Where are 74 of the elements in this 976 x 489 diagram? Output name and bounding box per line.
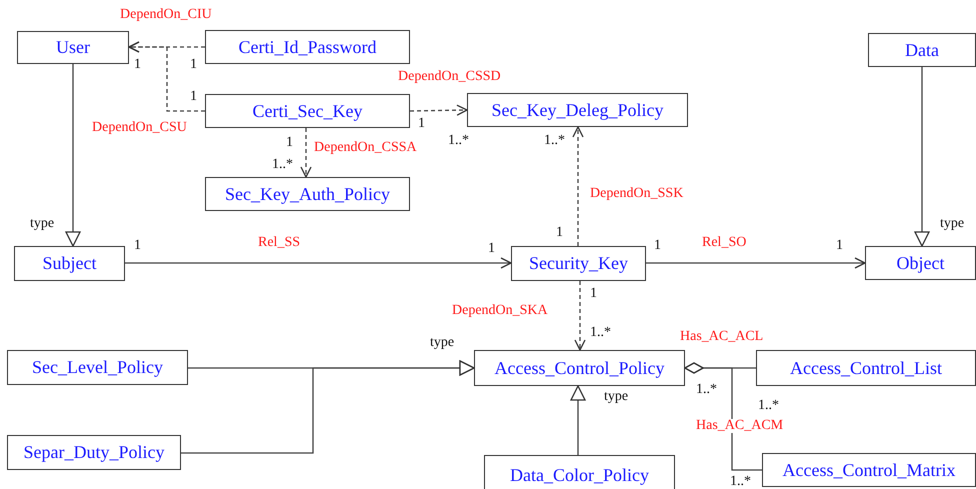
class-name: Access_Control_Matrix — [782, 460, 956, 480]
edge-label: DependOn_CSSD — [398, 70, 501, 84]
class-name: Certi_Sec_Key — [252, 100, 362, 122]
connector — [125, 257, 512, 269]
multiplicity-label: 1 — [190, 58, 197, 72]
class-name: Security_Key — [529, 253, 628, 274]
multiplicity-label: 1..* — [758, 399, 779, 413]
class-name: Data_Color_Policy — [510, 464, 649, 486]
multiplicity-label: 1 — [556, 226, 563, 240]
class-name: Sec_Key_Deleg_Policy — [492, 100, 664, 120]
edge-label: Has_AC_ACL — [680, 330, 764, 344]
class-box — [14, 246, 125, 281]
edge-label: DependOn_CIU — [120, 8, 212, 22]
class-box — [511, 246, 646, 281]
connector — [65, 64, 81, 247]
multiplicity-label: 1 — [190, 90, 197, 104]
edge-label: Rel_SS — [258, 236, 300, 250]
multiplicity-label: 1 — [654, 239, 661, 253]
edge-label: Rel_SO — [702, 236, 746, 250]
class-name: Access_Control_List — [790, 358, 942, 378]
class-box — [205, 30, 410, 64]
class-name: Access_Control_Policy — [494, 358, 664, 378]
multiplicity-label: 1..* — [730, 475, 751, 489]
edge-label: Has_AC_ACM — [696, 419, 784, 433]
multiplicity-label: 1 — [286, 136, 293, 150]
connector — [646, 257, 866, 269]
class-box — [205, 177, 410, 211]
multiplicity-label: 1 — [836, 239, 843, 253]
edge-label: type — [430, 336, 454, 350]
class-box — [7, 435, 181, 470]
edge-label: type — [940, 217, 964, 231]
class-name: User — [56, 37, 90, 58]
connector — [574, 281, 586, 351]
multiplicity-label: 1..* — [272, 158, 293, 172]
multiplicity-label: 1 — [418, 117, 425, 131]
class-box — [868, 33, 976, 67]
connector — [181, 360, 475, 454]
class-box — [467, 93, 688, 127]
multiplicity-label: 1 — [488, 242, 495, 256]
class-name: Sec_Key_Auth_Policy — [225, 184, 390, 204]
connector — [300, 128, 312, 178]
connector — [684, 362, 762, 471]
class-box — [17, 31, 129, 64]
class-name: Subject — [42, 253, 96, 274]
connector — [128, 41, 205, 112]
class-box — [484, 455, 675, 489]
class-box — [762, 453, 976, 487]
edge-label: DependOn_SKA — [452, 304, 548, 318]
connector — [410, 104, 468, 116]
multiplicity-label: 1..* — [448, 134, 469, 148]
class-name: Separ_Duty_Policy — [24, 442, 164, 463]
connector — [572, 126, 584, 246]
class-name: Object — [896, 252, 944, 274]
class-name: Data — [905, 40, 939, 60]
class-box — [7, 350, 188, 385]
multiplicity-label: 1..* — [696, 383, 717, 397]
multiplicity-label: 1..* — [590, 326, 611, 340]
multiplicity-label: 1 — [134, 58, 141, 72]
edge-label: DependOn_SSK — [590, 187, 684, 201]
multiplicity-label: 1 — [590, 287, 597, 301]
multiplicity-label: 1..* — [544, 134, 565, 148]
connector — [914, 67, 930, 247]
edge-label: type — [604, 390, 628, 404]
class-box — [756, 350, 976, 386]
class-name: Certi_Id_Password — [238, 36, 376, 58]
multiplicity-label: 1 — [134, 239, 141, 253]
class-box — [865, 246, 976, 280]
connector — [570, 385, 586, 455]
edge-label: DependOn_CSSA — [314, 141, 417, 155]
class-box — [474, 350, 685, 386]
edge-label: type — [30, 217, 54, 231]
class-box — [205, 94, 410, 128]
edge-label: DependOn_CSU — [92, 121, 187, 135]
class-name: Sec_Level_Policy — [32, 357, 163, 378]
